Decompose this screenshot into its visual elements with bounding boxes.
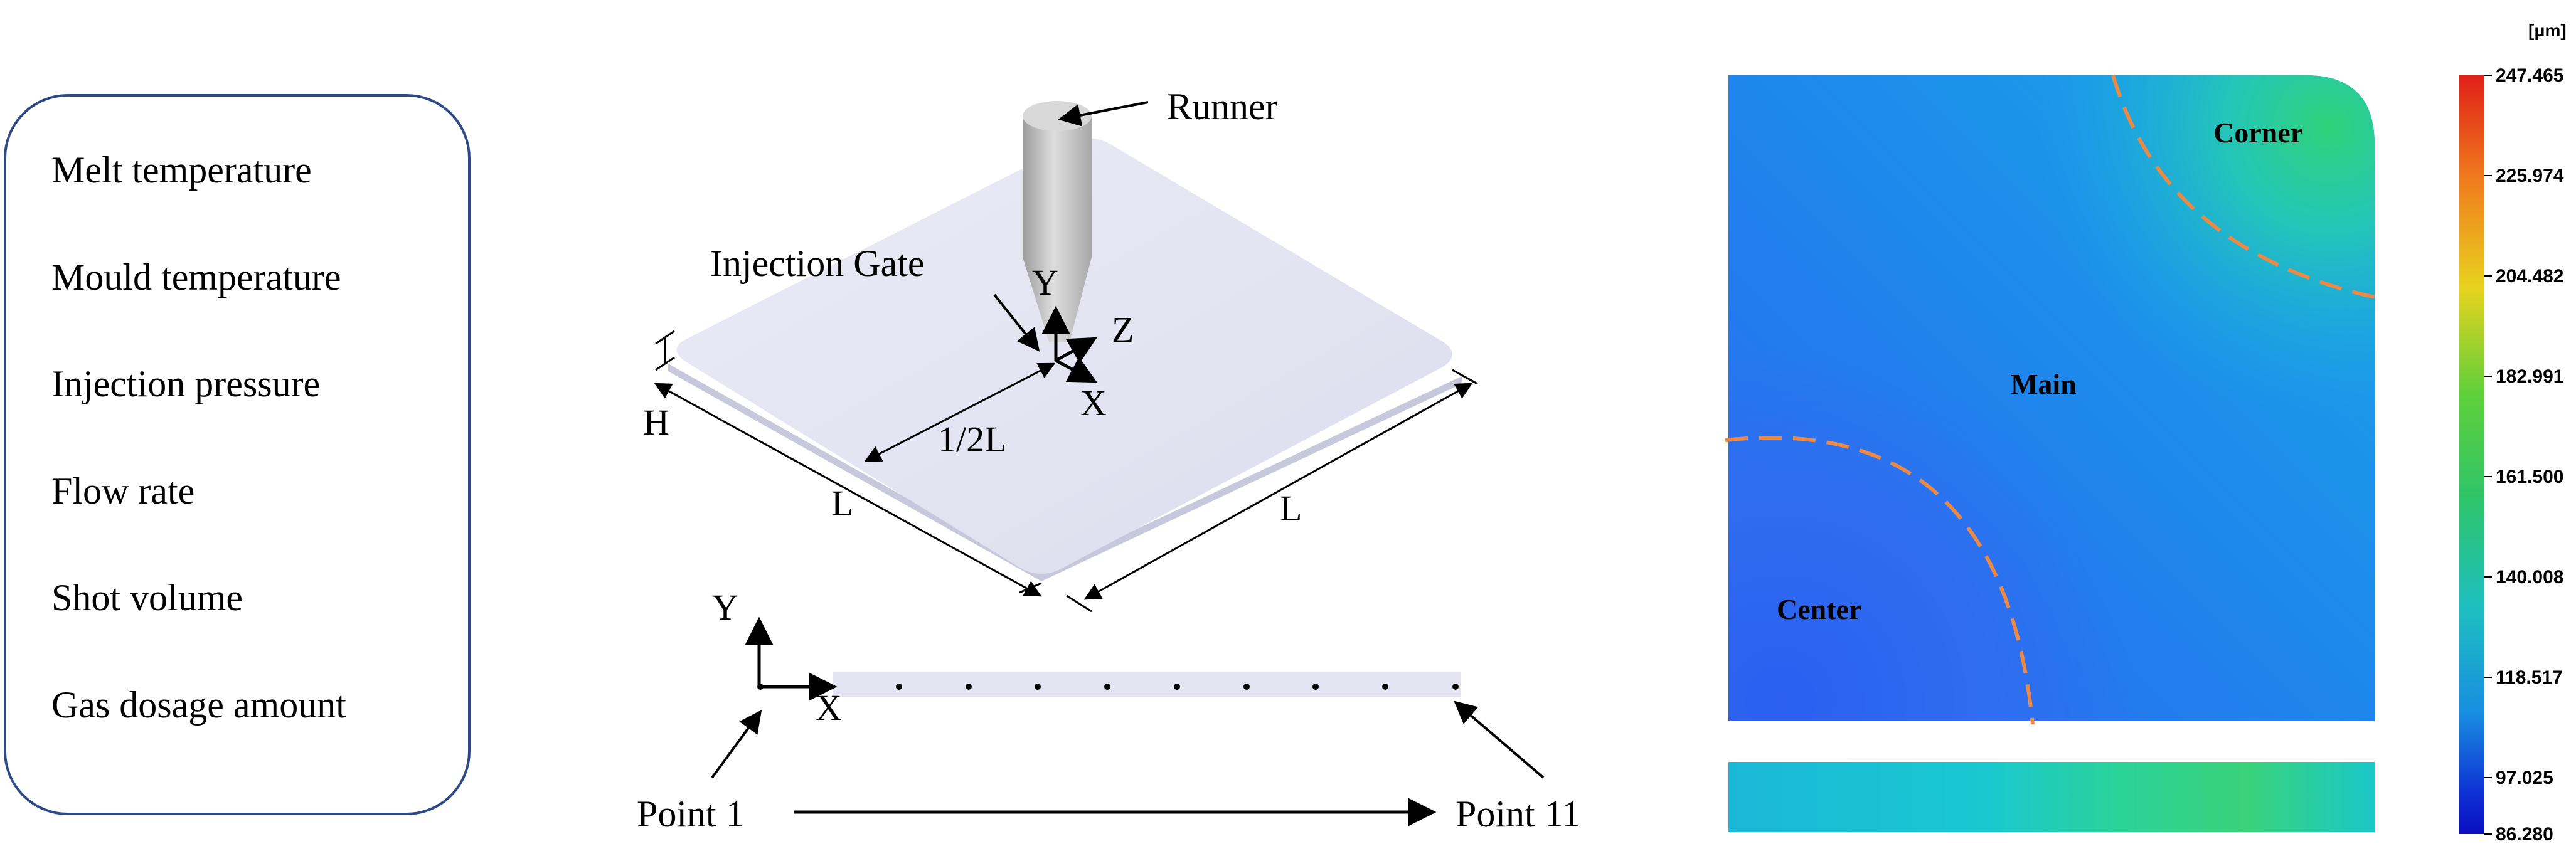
point-marker (966, 684, 972, 690)
point-11-marker (1452, 684, 1459, 690)
dim-l-left-line (654, 383, 1042, 597)
point-1-label: Point 1 (637, 793, 745, 835)
point-11-label: Point 11 (1456, 793, 1580, 835)
region-corner-label: Corner (2213, 117, 2303, 149)
contour-side-strip (1728, 762, 2375, 832)
dim-half-l-label: 1/2L (938, 419, 1007, 460)
dim-half-l-line (864, 362, 1056, 462)
param-shot-volume: Shot volume (51, 577, 243, 618)
dim-l-right-line (1083, 383, 1473, 600)
axis-x-arrow (1055, 357, 1097, 383)
point-marker (1104, 684, 1110, 690)
colorbar-tick-label: 118.517 (2496, 667, 2563, 688)
side-axis-x-label: X (816, 687, 842, 728)
contour-plot: Corner Main Center (1725, 75, 2378, 832)
geometry-diagram: Runner Injection Gate Y Z X H L L 1/2L (643, 86, 1478, 613)
point-marker (896, 684, 902, 690)
colorbar-gradient (2459, 75, 2484, 834)
axis-z-label: Z (1112, 309, 1134, 350)
side-axis-y-label: Y (712, 587, 738, 628)
contour-center-region (1728, 75, 2375, 721)
dim-h-tick-top (655, 330, 675, 345)
param-melt-temperature: Melt temperature (51, 149, 312, 191)
gate-arrow (993, 293, 1040, 352)
center-boundary (1725, 436, 2035, 725)
corner-boundary (2111, 75, 2378, 300)
point-1-arrow (711, 710, 762, 779)
dim-l-right-tick-a (1066, 594, 1092, 613)
colorbar-tick-label: 204.482 (2496, 266, 2563, 287)
param-gas-dosage-amount: Gas dosage amount (51, 684, 346, 726)
point-marker (1243, 684, 1250, 690)
dim-l-right-tick-b (1452, 369, 1478, 385)
colorbar-tick-label: 247.465 (2496, 65, 2563, 86)
param-flow-rate: Flow rate (51, 470, 194, 512)
colorbar-unit: [μm] (2528, 21, 2567, 40)
colorbar-ticks: 247.465 225.974 204.482 182.991 161.500 140.0… (2484, 65, 2564, 845)
parameters-box: Melt temperature Mould temperature Injec… (4, 94, 471, 815)
colorbar-tick-label: 140.008 (2496, 567, 2563, 588)
point-marker (1035, 684, 1041, 690)
dim-h-tick-bottom (655, 356, 675, 371)
colorbar-tick-label: 225.974 (2496, 166, 2564, 186)
measurement-points (757, 684, 1459, 690)
point-marker (1382, 684, 1388, 690)
colorbar-tick-label: 161.500 (2496, 467, 2563, 487)
dim-l-left-tick (1019, 582, 1042, 594)
point-1-marker (757, 684, 764, 690)
param-injection-pressure: Injection pressure (51, 363, 320, 404)
region-main-label: Main (2011, 368, 2077, 400)
side-view-plate (833, 672, 1461, 697)
dim-h-label: H (643, 402, 669, 443)
runner (1023, 116, 1092, 342)
colorbar-tick-label: 182.991 (2496, 366, 2563, 387)
runner-label: Runner (1167, 86, 1278, 127)
dim-l-left-label: L (831, 483, 853, 524)
point-11-arrow (1454, 700, 1545, 779)
colorbar-tick-label: 97.025 (2496, 768, 2553, 788)
parameters-box-border (4, 94, 471, 815)
point-marker (1174, 684, 1180, 690)
param-mould-temperature: Mould temperature (51, 256, 341, 298)
runner-arrow (1058, 101, 1149, 127)
axis-x-label: X (1080, 383, 1107, 423)
injection-gate-label: Injection Gate (710, 243, 925, 284)
point-marker (1312, 684, 1319, 690)
dim-l-right-label: L (1280, 488, 1302, 529)
axis-y-label: Y (1032, 262, 1058, 303)
axis-z-arrow (1055, 337, 1097, 364)
side-view: Y X Point 1 Point 11 (637, 587, 1580, 835)
colorbar: [μm] 247.465 225.974 204.482 182.991 161.500… (2459, 21, 2567, 845)
colorbar-tick-label: 86.280 (2496, 824, 2553, 845)
region-center-label: Center (1777, 593, 1861, 625)
